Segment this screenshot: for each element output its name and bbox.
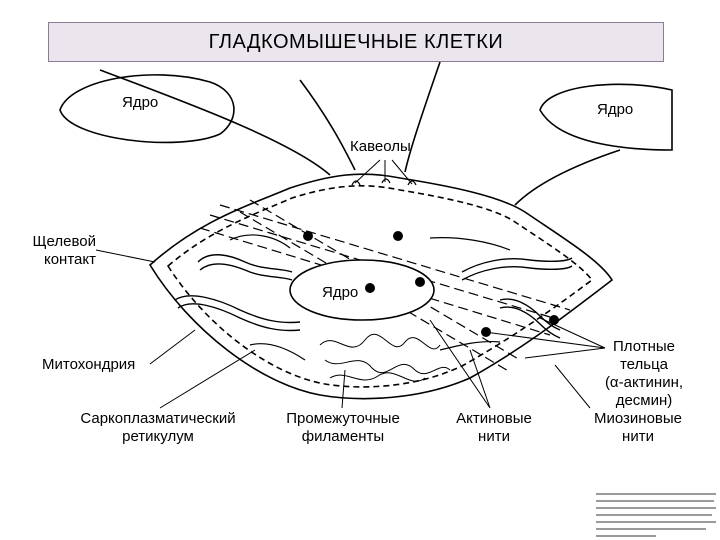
central-nucleus [289, 259, 435, 321]
label-nucleus-center: Ядро [322, 284, 359, 301]
label-dense-bodies: Плотные тельца (α-актинин, десмин) [604, 338, 684, 409]
neighbor-cell-right [539, 83, 673, 151]
label-gap-junction: Щелевой контакт [32, 233, 96, 268]
mitochondrion-3 [461, 257, 573, 273]
caveolae-bumps [351, 178, 417, 186]
cell-boundary-right [404, 61, 441, 173]
intermediate-filaments [319, 333, 451, 382]
sarcoplasmic-reticulum [229, 234, 511, 361]
mitochondrion-1 [197, 254, 293, 273]
page-title: ГЛАДКОМЫШЕЧНЫЕ КЛЕТКИ [208, 31, 504, 53]
mitochondrion-4 [499, 298, 561, 331]
mitochondrion-2 [174, 295, 301, 324]
dense-bodies [303, 231, 559, 337]
neighbor-cell-left [59, 74, 235, 144]
leader-dense [484, 317, 606, 359]
cell-boundary-mid [299, 79, 356, 171]
cell-boundary-far-right [514, 149, 621, 206]
label-myosin-filaments: Миозиновые нити [593, 410, 683, 445]
label-actin-filaments: Актиновые нити [456, 410, 532, 445]
label-nucleus-right: Ядро [597, 101, 634, 118]
caption-text-block [596, 488, 720, 537]
label-caveolae: Кавеолы [350, 138, 411, 155]
label-mitochondrion: Митохондрия [42, 356, 136, 373]
leader-caveolae [354, 159, 413, 185]
cell-boundary-left [99, 69, 331, 176]
leader-myosin [554, 364, 591, 409]
cell-membrane-inner [166, 185, 594, 388]
title-box: ГЛАДКОМЫШЕЧНЫЕ КЛЕТКИ [48, 22, 664, 62]
label-nucleus-left: Ядро [122, 94, 159, 111]
leader-inter [341, 369, 346, 409]
leader-actin [429, 319, 491, 409]
cell-membrane-outer [148, 173, 614, 400]
label-sarcoplasmic-reticulum: Саркоплазматический ретикулум [80, 410, 236, 445]
leader-gap [95, 249, 156, 263]
label-intermediate-filaments: Промежуточные филаменты [286, 410, 400, 445]
leader-sr [159, 349, 256, 409]
leader-mito [149, 329, 196, 365]
